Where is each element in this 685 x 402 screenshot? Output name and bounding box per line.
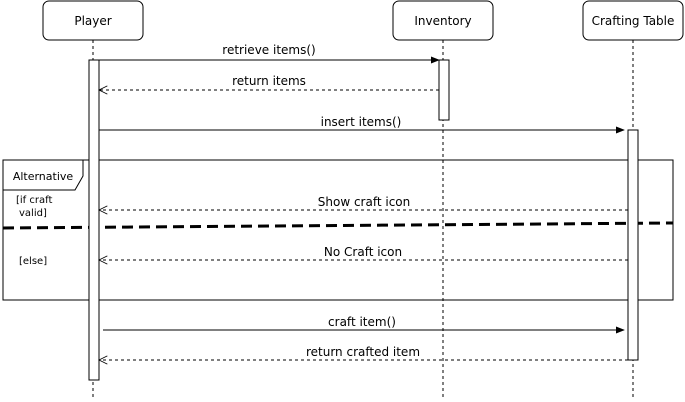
message-show-craft-icon: Show craft icon (99, 195, 628, 210)
activation-crafting-table (627, 129, 639, 361)
message-label: return items (232, 74, 306, 88)
message-label: return crafted item (306, 345, 420, 359)
alt-fragment-frame (2, 159, 674, 301)
alt-fragment-label: Alternative (13, 170, 74, 183)
message-label: insert items() (321, 115, 402, 129)
guard-else: [else] (19, 256, 47, 267)
participant-inventory[interactable]: Inventory (392, 0, 494, 41)
message-label: craft item() (328, 315, 396, 329)
message-craft-item: craft item() (103, 315, 625, 334)
participant-player[interactable]: Player (42, 0, 144, 41)
alt-fragment-tab (2, 159, 84, 191)
guard-if-craft-valid-line1: [if craft (16, 195, 52, 206)
message-insert-items: insert items() (99, 115, 625, 134)
activation-inventory (438, 59, 450, 121)
alt-divider (2, 221, 674, 230)
activation-player (88, 59, 100, 381)
participant-label: Crafting Table (592, 14, 675, 28)
message-return-items: return items (99, 74, 439, 90)
alt-fragment: Alternative [if craft valid] [else] (2, 159, 674, 301)
message-return-crafted-item: return crafted item (99, 345, 628, 360)
participant-label: Player (74, 14, 111, 28)
participant-crafting-table[interactable]: Crafting Table (582, 0, 684, 41)
message-no-craft-icon: No Craft icon (99, 245, 628, 260)
participant-label: Inventory (414, 14, 471, 28)
message-label: Show craft icon (318, 195, 411, 209)
guard-if-craft-valid-line2: valid] (19, 208, 47, 219)
message-label: retrieve items() (222, 43, 315, 57)
message-retrieve-items: retrieve items() (99, 43, 440, 64)
message-label: No Craft icon (324, 245, 402, 259)
